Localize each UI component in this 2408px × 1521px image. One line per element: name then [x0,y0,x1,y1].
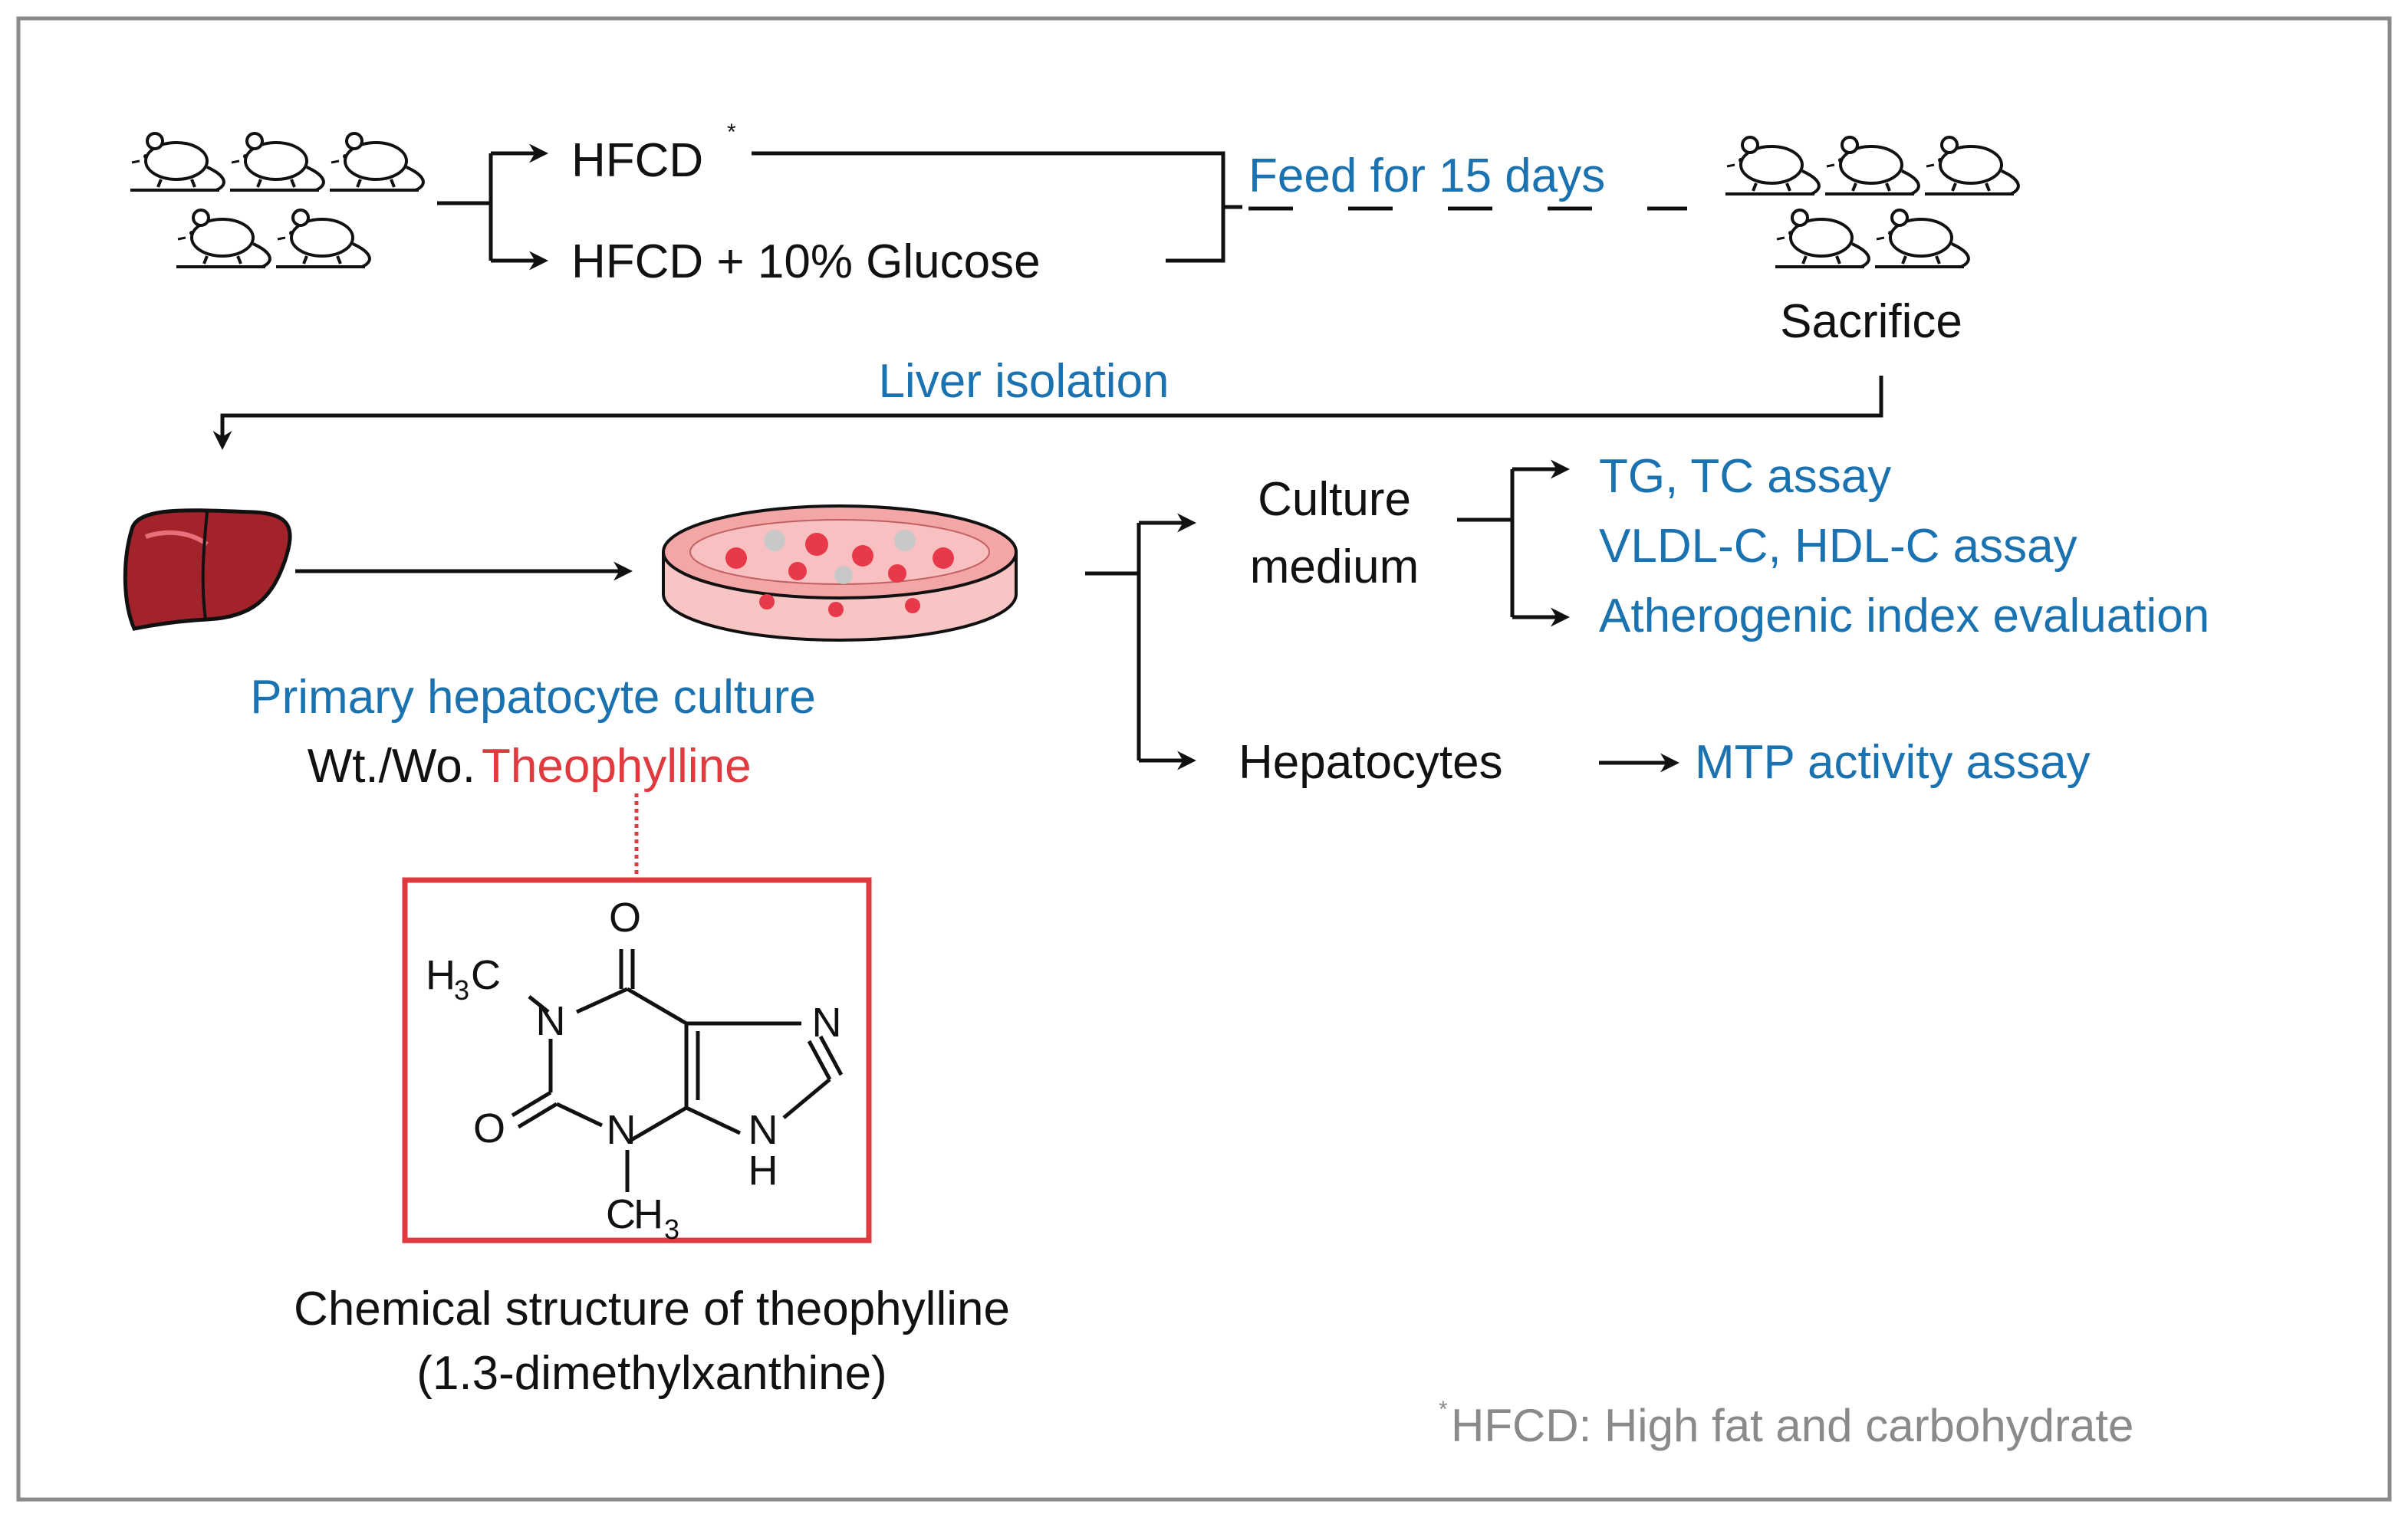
nitrogen-3-atom: N [607,1107,637,1153]
mice-group-icon [129,132,425,268]
nh-hydrogen-atom: H [748,1148,778,1194]
medium-label-line2: medium [1250,540,1419,593]
oxygen-left-atom: O [473,1105,505,1151]
structure-box [402,877,872,1243]
liver-icon [123,508,292,631]
assay-tg-tc: TG, TC assay [1599,450,1891,503]
diet-split-connector [437,143,548,271]
footnote-text: HFCD: High fat and carbohydrate [1451,1400,2133,1451]
medium-assay-connector [1457,459,1570,627]
figure-frame [16,16,2392,1502]
assay-vldl-hdl: VLDL-C, HDL-C assay [1599,520,2077,573]
mtp-assay-label: MTP activity assay [1695,736,2091,789]
hepatocytes-label: Hepatocytes [1239,736,1503,789]
petri-dish-icon [662,504,1018,642]
diet-merge-connector [752,151,1242,263]
methyl-sub-3: 3 [454,974,469,1006]
methyl-h: H [426,952,456,998]
culture-branch-connector [1085,513,1196,770]
sacrificed-mice-icon [1724,136,2020,268]
diet-glucose-label: HFCD + 10% Glucose [571,235,1041,288]
assay-atherogenic-index: Atherogenic index evaluation [1599,590,2209,642]
feed-duration-label: Feed for 15 days [1248,149,1605,202]
sacrifice-label: Sacrifice [1780,295,1962,348]
structure-caption-line2: (1.3-dimethylxanthine) [416,1347,887,1400]
liver-isolation-arrow [212,376,1883,450]
diet-hfcd-label: HFCD [571,134,703,187]
methyl2-sub-3: 3 [664,1214,679,1245]
nitrogen-1-atom: N [536,998,566,1044]
liver-isolation-label: Liver isolation [878,355,1169,408]
hfcd-asterisk: * [727,120,736,145]
nitrogen-imidazole-atom: N [812,1000,842,1046]
methyl-c: C [471,952,501,998]
structure-caption-line1: Chemical structure of theophylline [294,1283,1010,1335]
medium-label-line1: Culture [1258,473,1411,526]
nh-nitrogen-atom: N [748,1107,778,1153]
treatment-prefix: Wt./Wo. [308,740,475,793]
oxygen-top-atom: O [609,895,641,941]
methyl2-h: H [633,1191,663,1237]
footnote-asterisk: * [1439,1397,1448,1422]
treatment-drug: Theophylline [482,740,752,793]
theophylline-structure [511,949,844,1192]
culture-title: Primary hepatocyte culture [250,671,815,724]
methyl2-c: C [606,1191,636,1237]
